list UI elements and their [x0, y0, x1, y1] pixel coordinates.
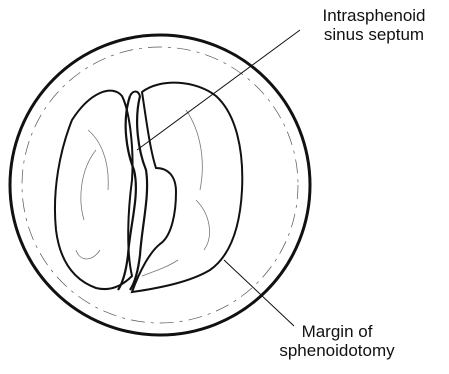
septum-right-edge: [130, 96, 147, 290]
septum-label-line1: Intrasphenoid: [300, 6, 448, 25]
septum-label-line2: sinus septum: [300, 25, 448, 44]
septum-top-cap: [130, 92, 140, 97]
margin-label-line2: sphenoidotomy: [262, 341, 412, 360]
margin-label: Margin of sphenoidotomy: [262, 322, 412, 360]
left-sinus-cavity: [55, 91, 133, 289]
sphenoidotomy-margin-outer: [10, 35, 310, 335]
margin-label-line1: Margin of: [262, 322, 412, 341]
sphenoidotomy-margin-inner: [22, 47, 298, 323]
septum-left-edge: [118, 96, 136, 290]
right-sinus-cavity: [132, 83, 242, 292]
left-sinus-detail: [76, 130, 108, 259]
septum-label: Intrasphenoid sinus septum: [300, 6, 448, 44]
